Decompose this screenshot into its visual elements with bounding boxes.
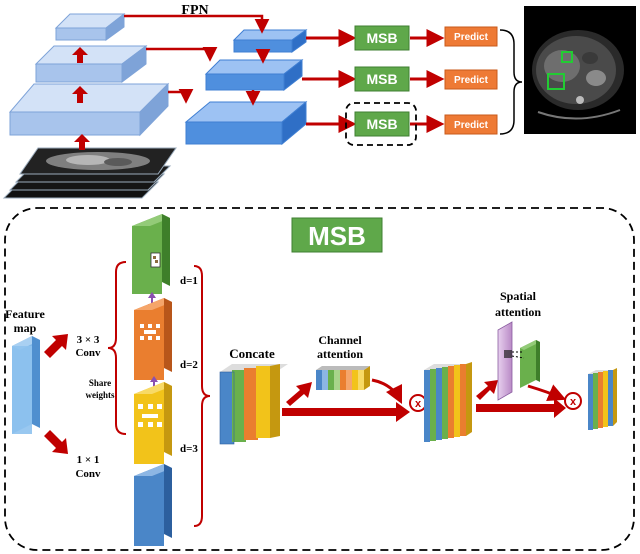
concate-label: Concate (229, 346, 275, 361)
dilated-branch-d2 (134, 298, 172, 380)
detection-box-small (561, 51, 573, 63)
multiply-symbol-1: x (415, 398, 422, 410)
msb-head-2: MSB (354, 66, 410, 92)
msb-head-1-label: MSB (366, 30, 397, 46)
branch-right-brace (193, 265, 211, 527)
dilated-branch-d3 (134, 382, 172, 464)
arrow-spatial-to-multiply (527, 384, 567, 401)
branch-left-brace (107, 261, 127, 435)
channel-attention-line2: attention (317, 347, 363, 361)
lateral-arrows (124, 14, 271, 106)
msb-head-3-label: MSB (366, 116, 397, 132)
concat-feature-stack (219, 364, 288, 445)
predict-merge-brace (499, 29, 523, 135)
predict-head-2-label: Predict (454, 75, 489, 86)
fpn-title: FPN (181, 3, 208, 18)
msb-head-2-label: MSB (366, 71, 397, 87)
conv1x1-branch (134, 464, 172, 546)
msb-head-3: MSB (354, 111, 410, 137)
feature-map-label-line1: Feature (5, 307, 45, 321)
arrow-channel-attention-to-multiply (371, 378, 403, 405)
predict-head-3: Predict (444, 114, 498, 135)
msb-highlight-dashed-box (345, 102, 417, 146)
dilated-branch-d1 (132, 214, 170, 294)
channel-weighted-stack (424, 362, 472, 442)
arrow-to-1x1-conv (44, 430, 68, 454)
arrow-to-channel-attention (286, 382, 312, 406)
share-weights-line2: weights (86, 390, 115, 400)
dilation-d1-label: d=1 (180, 275, 198, 287)
arrow-to-3x3-conv (44, 334, 68, 358)
fpn-section: FPN (2, 3, 636, 199)
feature-map-block (12, 336, 40, 434)
channel-attention-vector (316, 366, 370, 390)
msb-panel-title-box (291, 217, 383, 253)
multiply-node-1: x (409, 394, 427, 412)
channel-attention-line1: Channel (318, 333, 362, 347)
ct-detection-result-image (524, 6, 636, 134)
pyramid-to-msb-arrows (302, 29, 445, 133)
multiply-node-2: x (564, 392, 582, 410)
msb-panel-title: MSB (308, 221, 366, 251)
arrow-concat-to-multiply-1 (282, 402, 410, 422)
predict-head-3-label: Predict (454, 120, 489, 131)
conv1-label-line2: Conv (75, 468, 101, 480)
spatial-attention-line2: attention (495, 305, 541, 319)
fpn-bottom-up-pyramid (8, 12, 170, 137)
spatial-attention-line1: Spatial (500, 289, 537, 303)
msb-detail-panel: MSB Feature map 3 × 3 Conv Share weights (4, 207, 635, 551)
conv3-label-line1: 3 × 3 (77, 334, 100, 346)
conv1-label-line1: 1 × 1 (77, 454, 100, 466)
predict-head-1-label: Predict (454, 32, 489, 43)
detection-box-large (547, 73, 565, 90)
conv3-label-line2: Conv (75, 347, 101, 359)
spatial-attention-maps (497, 321, 540, 401)
multiply-symbol-2: x (570, 396, 577, 408)
msb-panel-border (4, 207, 635, 551)
arrow-stack-to-multiply-2 (476, 398, 566, 418)
msb-output-stack (588, 368, 618, 430)
share-weights-line1: Share (89, 378, 111, 388)
dilation-d2-label: d=2 (180, 359, 198, 371)
dilation-d3-label: d=3 (180, 443, 198, 455)
msb-head-1: MSB (354, 25, 410, 51)
bottom-up-arrows (72, 47, 90, 150)
predict-head-1: Predict (444, 26, 498, 47)
fpn-top-down-pyramid (184, 29, 308, 146)
predict-head-2: Predict (444, 69, 498, 90)
arrow-to-spatial-attention (476, 380, 498, 400)
ct-slice-stack (2, 147, 177, 199)
feature-map-label-line2: map (14, 321, 37, 335)
